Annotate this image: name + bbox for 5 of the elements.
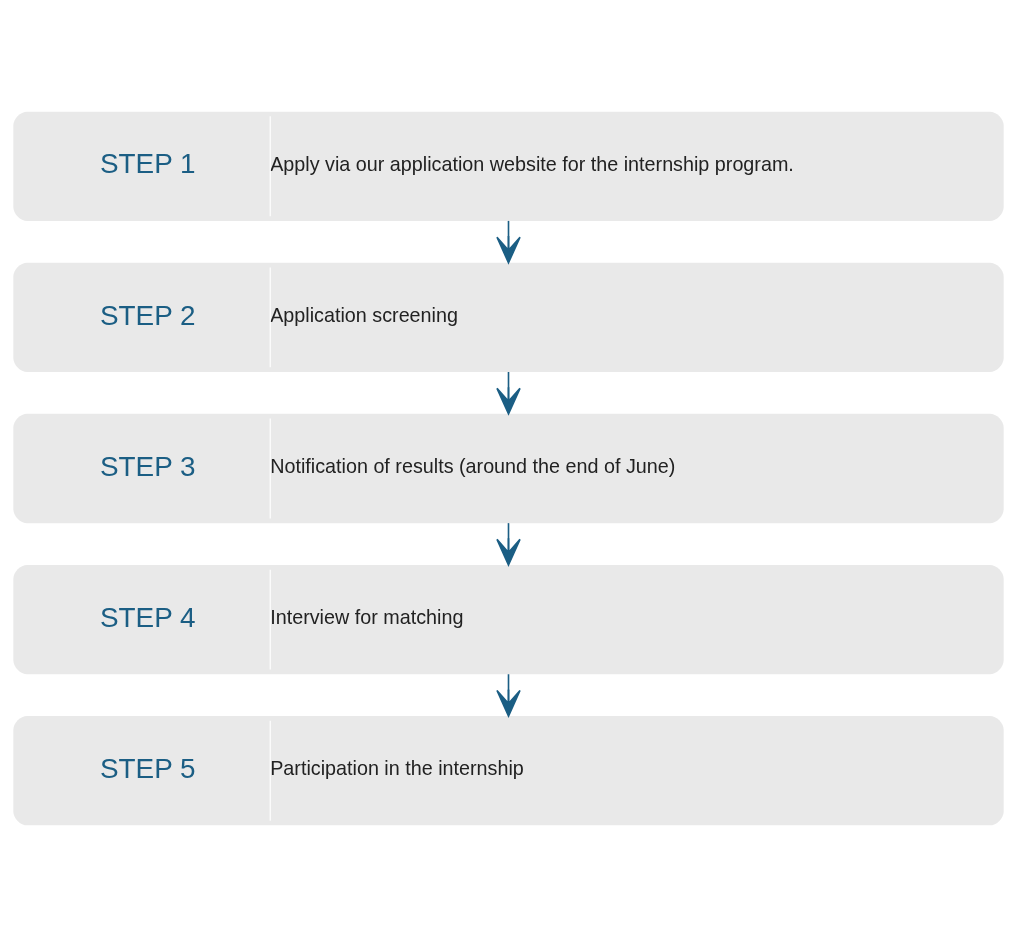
node-box: STEP 3 Notification of results (around the end of June) [13,413,1004,524]
node-box: STEP 4 Interview for matching [13,565,1004,675]
node-box: STEP 1 Apply via our application website for the internship program. [13,111,1004,221]
node-box: STEP 5 Participation in the internship [13,716,1004,826]
node-box: STEP 2 Application screening [13,262,1004,372]
